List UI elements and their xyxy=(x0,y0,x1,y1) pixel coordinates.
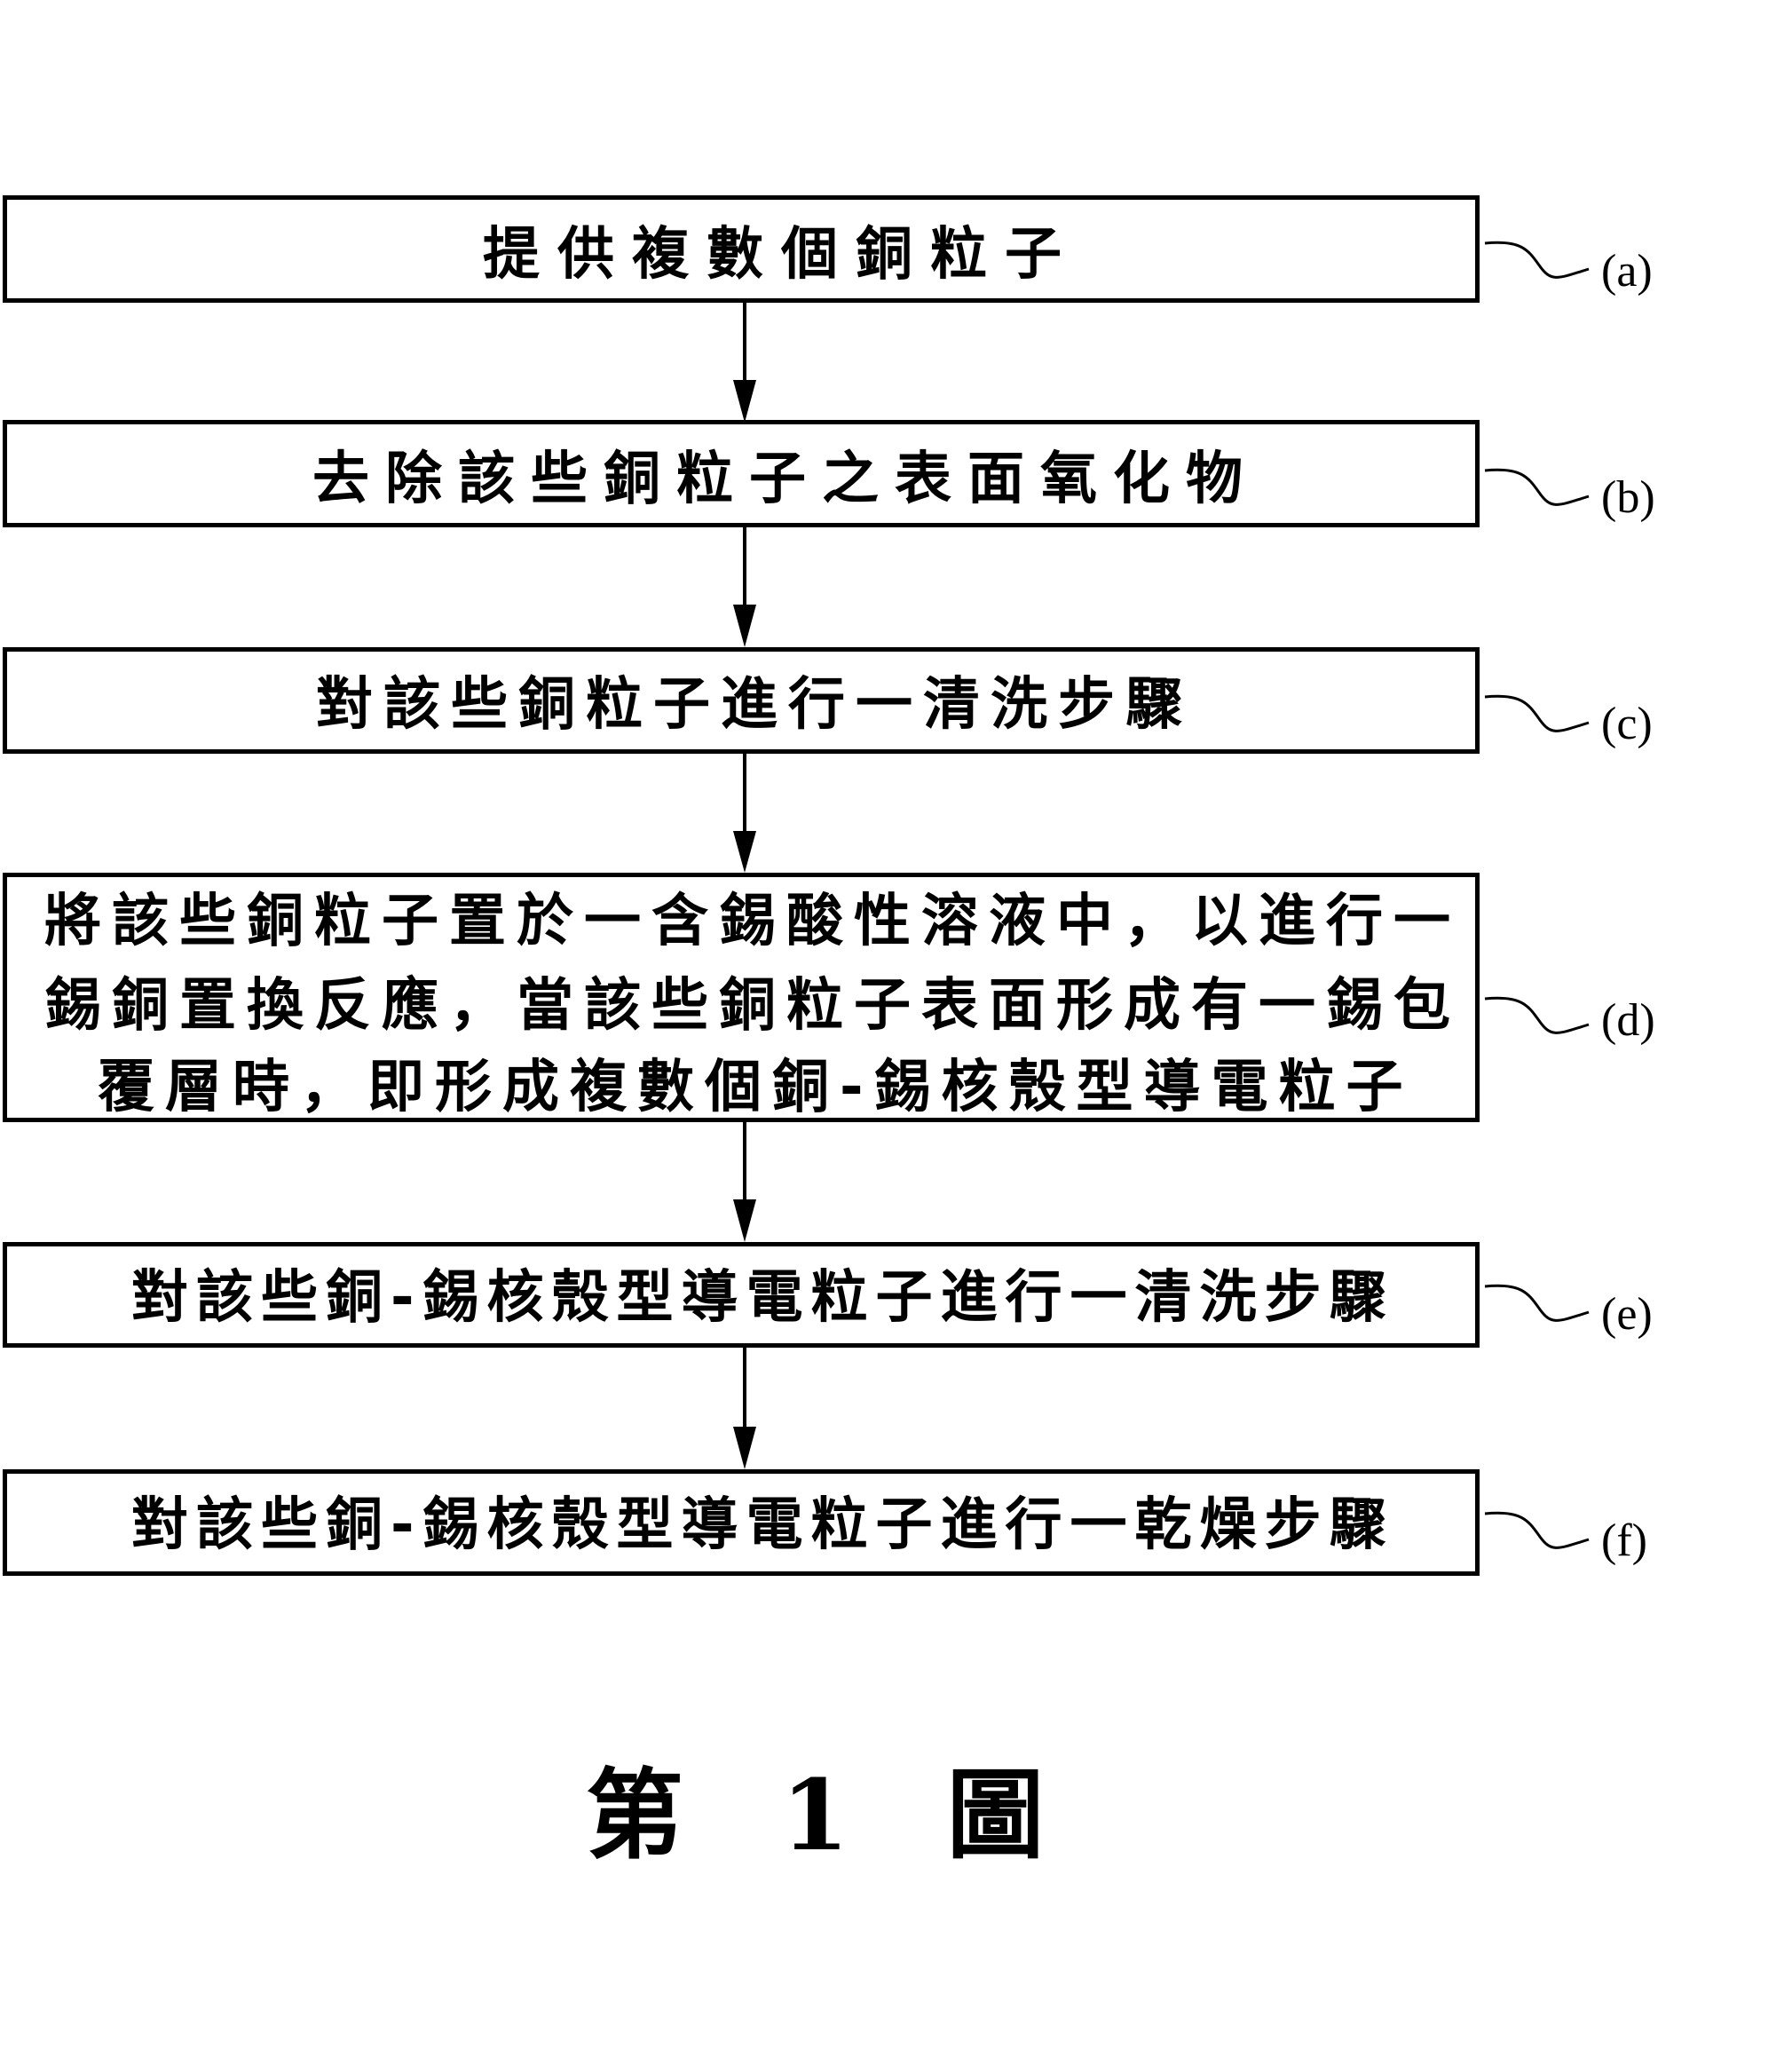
step-text-f: 對該些銅-錫核殼型導電粒子進行一乾燥步驟 xyxy=(131,1492,1394,1558)
leader-line-f xyxy=(1484,1511,1590,1549)
step-text-d-line-1: 將該些銅粒子置於一含錫酸性溶液中，以進行一 xyxy=(44,889,1461,954)
leader-line-b xyxy=(1484,468,1590,506)
step-text-d-line-3: 覆層時，即形成複數個銅-錫核殼型導電粒子 xyxy=(98,1055,1414,1120)
step-label-a: (a) xyxy=(1601,246,1653,297)
step-label-f: (f) xyxy=(1601,1515,1647,1566)
step-text-c: 對該些銅粒子進行一清洗步驟 xyxy=(316,672,1193,738)
leader-line-e xyxy=(1484,1284,1590,1322)
step-text-b: 去除該些銅粒子之表面氧化物 xyxy=(312,447,1259,512)
step-label-b: (b) xyxy=(1601,472,1655,523)
step-label-d: (d) xyxy=(1601,995,1655,1046)
step-label-e: (e) xyxy=(1601,1289,1653,1340)
arrow-c-to-d xyxy=(733,753,756,873)
arrow-d-to-e xyxy=(733,1121,756,1242)
leader-line-a xyxy=(1484,241,1590,279)
arrow-b-to-c xyxy=(733,526,756,647)
step-box-e: 對該些銅-錫核殼型導電粒子進行一清洗步驟 xyxy=(3,1242,1480,1348)
leader-line-d xyxy=(1484,996,1590,1034)
step-box-b: 去除該些銅粒子之表面氧化物 xyxy=(3,420,1480,527)
step-box-f: 對該些銅-錫核殼型導電粒子進行一乾燥步驟 xyxy=(3,1469,1480,1576)
step-text-e: 對該些銅-錫核殼型導電粒子進行一清洗步驟 xyxy=(131,1265,1394,1331)
leader-line-c xyxy=(1484,694,1590,732)
step-text-d-line-2: 錫銅置換反應，當該些銅粒子表面形成有一錫包 xyxy=(44,973,1461,1039)
arrow-a-to-b xyxy=(733,302,756,423)
step-label-c: (c) xyxy=(1601,699,1653,749)
step-box-c: 對該些銅粒子進行一清洗步驟 xyxy=(3,647,1480,754)
step-box-a: 提供複數個銅粒子 xyxy=(3,195,1480,303)
step-box-d: 將該些銅粒子置於一含錫酸性溶液中，以進行一 錫銅置換反應，當該些銅粒子表面形成有… xyxy=(3,873,1480,1122)
figure-caption: 第 1 圖 xyxy=(586,1758,1045,1872)
step-text-a: 提供複數個銅粒子 xyxy=(483,222,1079,288)
arrow-e-to-f xyxy=(733,1347,756,1469)
